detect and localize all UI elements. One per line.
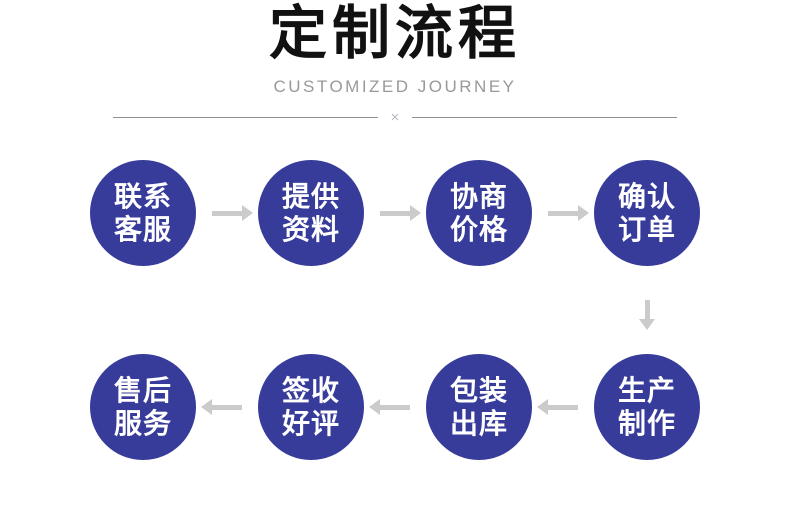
flow-step-contact-service: 联系 客服 bbox=[90, 160, 196, 266]
connector bbox=[532, 354, 594, 460]
page-title: 定制流程 bbox=[268, 1, 521, 66]
step-label-line: 签收 bbox=[281, 375, 340, 406]
connector bbox=[364, 354, 426, 460]
connector bbox=[532, 160, 594, 266]
connector bbox=[196, 160, 258, 266]
flow-step-aftersales-service: 售后 服务 bbox=[90, 354, 196, 460]
step-label-line: 联系 bbox=[113, 181, 172, 212]
arrow-left-icon bbox=[380, 404, 410, 410]
arrow-left-icon bbox=[212, 404, 242, 410]
arrow-down-icon bbox=[644, 300, 650, 320]
arrow-right-icon bbox=[548, 210, 578, 216]
flow-step-negotiate-price: 协商 价格 bbox=[426, 160, 532, 266]
arrow-left-icon bbox=[548, 404, 578, 410]
flow-row-bottom: 售后 服务 签收 好评 包装 出库 生产 制作 bbox=[90, 354, 700, 460]
connector bbox=[364, 160, 426, 266]
flow-step-pack-ship: 包装 出库 bbox=[426, 354, 532, 460]
flow-step-confirm-order: 确认 订单 bbox=[594, 160, 700, 266]
divider-line-left bbox=[113, 117, 378, 118]
connector bbox=[196, 354, 258, 460]
step-label-line: 订单 bbox=[617, 214, 676, 245]
step-label-line: 制作 bbox=[617, 408, 676, 439]
step-label-line: 好评 bbox=[281, 408, 340, 439]
connector bbox=[594, 266, 700, 354]
step-label-line: 价格 bbox=[449, 214, 508, 245]
step-label-line: 出库 bbox=[449, 408, 508, 439]
title-divider: × bbox=[113, 109, 678, 126]
arrow-right-icon bbox=[380, 210, 410, 216]
step-label-line: 协商 bbox=[449, 181, 508, 212]
step-label-line: 生产 bbox=[617, 375, 676, 406]
step-label-line: 提供 bbox=[281, 181, 340, 212]
step-label-line: 资料 bbox=[281, 214, 340, 245]
flow-diagram: 联系 客服 提供 资料 协商 价格 确认 订单 bbox=[90, 160, 700, 460]
arrow-right-icon bbox=[212, 210, 242, 216]
step-label-line: 服务 bbox=[113, 408, 172, 439]
header: 定制流程 CUSTOMIZED JOURNEY × bbox=[0, 0, 790, 125]
step-label-line: 客服 bbox=[113, 214, 172, 245]
divider-line-right bbox=[412, 117, 678, 118]
flow-step-production: 生产 制作 bbox=[594, 354, 700, 460]
step-label-line: 确认 bbox=[617, 181, 676, 212]
step-label-line: 售后 bbox=[113, 375, 172, 406]
flow-step-provide-materials: 提供 资料 bbox=[258, 160, 364, 266]
step-label-line: 包装 bbox=[449, 375, 508, 406]
flow-row-connector bbox=[90, 266, 700, 354]
flow-step-sign-review: 签收 好评 bbox=[258, 354, 364, 460]
divider-x-mark: × bbox=[390, 109, 400, 126]
page-subtitle: CUSTOMIZED JOURNEY bbox=[273, 77, 517, 96]
flow-row-top: 联系 客服 提供 资料 协商 价格 确认 订单 bbox=[90, 160, 700, 266]
